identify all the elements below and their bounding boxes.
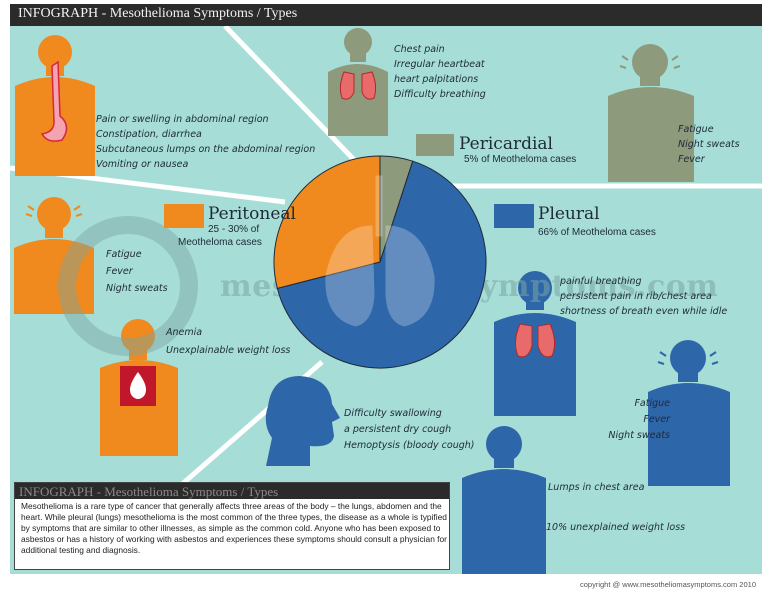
page-title: INFOGRAPH - Mesothelioma Symptoms / Type… bbox=[18, 6, 298, 21]
pleural-throat-symptoms: Difficulty swallowing a persistent dry c… bbox=[344, 406, 474, 454]
description-title: INFOGRAPH - Mesothelioma Symptoms / Type… bbox=[19, 484, 279, 499]
pericardial-general-symptoms: Fatigue Night sweats Fever bbox=[678, 122, 740, 167]
symptom-item: Anemia bbox=[166, 327, 203, 338]
symptom-item: Fatigue bbox=[678, 124, 714, 135]
illustration-layer bbox=[10, 26, 762, 574]
symptom-item: Fatigue bbox=[634, 398, 670, 409]
symptom-item: Unexplainable weight loss bbox=[166, 345, 291, 356]
symptom-item: Night sweats bbox=[608, 430, 670, 441]
symptom-item: Hemoptysis (bloody cough) bbox=[344, 440, 475, 451]
pie-slice-pleural bbox=[276, 160, 487, 369]
pericardial-swatch bbox=[416, 134, 454, 156]
pleural-swatch bbox=[494, 204, 534, 228]
pericardial-chest-figure bbox=[328, 28, 388, 136]
pericardial-chest-symptoms: Chest pain Irregular heartbeat heart pal… bbox=[394, 42, 486, 102]
pericardial-general-figure bbox=[608, 44, 694, 182]
symptom-item: Vomiting or nausea bbox=[96, 159, 189, 170]
peritoneal-abdomen-symptoms: Pain or swelling in abdominal region Con… bbox=[96, 112, 315, 172]
symptom-item: painful breathing bbox=[560, 276, 642, 287]
description-box: INFOGRAPH - Mesothelioma Symptoms / Type… bbox=[14, 482, 450, 570]
pleural-chest-symptoms: painful breathing persistent pain in rib… bbox=[560, 274, 727, 319]
peritoneal-legend-title: Peritoneal bbox=[208, 204, 296, 224]
symptom-item: Night sweats bbox=[106, 283, 168, 294]
symptom-item: Fever bbox=[678, 154, 705, 165]
copyright-text: copyright @ www.mesotheliomasymptoms.com… bbox=[579, 580, 756, 589]
pleural-weight-symptom: 10% unexplained weight loss bbox=[546, 522, 686, 533]
pleural-chest-figure bbox=[494, 271, 576, 416]
symptom-item: shortness of breath even while idle bbox=[560, 306, 728, 317]
pie-chart bbox=[273, 155, 487, 369]
pie-slice-peritoneal bbox=[273, 155, 381, 289]
pleural-legend-sub: 66% of Meotheloma cases bbox=[538, 227, 656, 238]
description-header-bar bbox=[15, 483, 449, 499]
symptom-item: Pain or swelling in abdominal region bbox=[96, 114, 269, 125]
symptom-item: Fever bbox=[106, 266, 133, 277]
pericardial-legend-title: Pericardial bbox=[459, 134, 553, 154]
pleural-general-symptoms: Fatigue Fever Night sweats bbox=[584, 396, 670, 444]
peritoneal-abdomen-figure bbox=[15, 35, 95, 176]
symptom-item: Chest pain bbox=[394, 44, 445, 55]
symptom-item: heart palpitations bbox=[394, 74, 479, 85]
symptom-item: Difficulty breathing bbox=[394, 89, 486, 100]
pleural-legend-title: Pleural bbox=[538, 204, 600, 224]
symptom-item: Difficulty swallowing bbox=[344, 408, 442, 419]
peritoneal-legend-sub-1: 25 - 30% of bbox=[208, 224, 260, 235]
symptom-item: Irregular heartbeat bbox=[394, 59, 485, 70]
pleural-general-figure bbox=[648, 340, 730, 486]
pericardial-legend-sub: 5% of Meotheloma cases bbox=[464, 154, 577, 165]
divider-line bbox=[223, 26, 364, 170]
symptom-item: a persistent dry cough bbox=[344, 424, 452, 435]
peritoneal-blood-symptoms: Anemia Unexplainable weight loss bbox=[166, 324, 290, 360]
peritoneal-general-symptoms: Fatigue Fever Night sweats bbox=[106, 246, 168, 297]
symptom-item: Subcutaneous lumps on the abdominal regi… bbox=[96, 144, 316, 155]
symptom-item: Night sweats bbox=[678, 139, 740, 150]
symptom-item: Fatigue bbox=[106, 249, 142, 260]
peritoneal-legend-sub-2: Meotheloma cases bbox=[178, 237, 262, 248]
header-bar bbox=[10, 4, 762, 26]
symptom-item: Constipation, diarrhea bbox=[96, 129, 202, 140]
pleural-lumps-figure bbox=[462, 426, 546, 574]
pleural-throat-figure bbox=[265, 376, 340, 466]
lung-overlay-icon bbox=[325, 175, 435, 327]
symptom-item: persistent pain in rib/chest area bbox=[560, 291, 712, 302]
symptom-item: Fever bbox=[643, 414, 670, 425]
description-text: Mesothelioma is a rare type of cancer th… bbox=[21, 501, 447, 555]
pleural-lumps-symptom: Lumps in chest area bbox=[548, 482, 645, 493]
peritoneal-swatch bbox=[164, 204, 204, 228]
